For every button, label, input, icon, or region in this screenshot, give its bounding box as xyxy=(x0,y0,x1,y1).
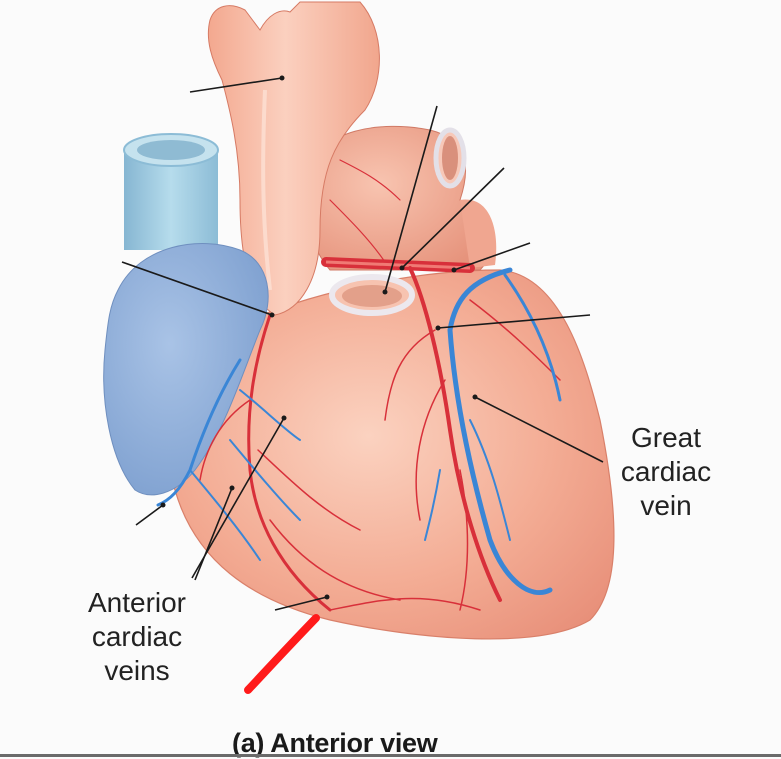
label-great-cardiac-vein: Great cardiac vein xyxy=(596,421,736,523)
label-line: Great xyxy=(630,422,702,453)
superior-vena-cava xyxy=(124,150,218,250)
label-line: cardiac xyxy=(91,621,183,652)
figure-caption: (a) Anterior view xyxy=(232,728,438,758)
leader-dots xyxy=(160,75,478,600)
label-line: vein xyxy=(640,490,692,521)
veins xyxy=(156,267,562,595)
label-line: veins xyxy=(104,655,170,686)
arteries xyxy=(199,159,561,612)
label-line: cardiac xyxy=(620,456,712,487)
aorta xyxy=(207,1,380,316)
label-anterior-cardiac-veins: Anterior cardiac veins xyxy=(62,586,212,688)
label-line: Anterior xyxy=(87,587,187,618)
bottom-divider xyxy=(0,754,781,757)
leader-lines xyxy=(121,77,604,611)
red-annotation-stroke xyxy=(244,614,320,694)
